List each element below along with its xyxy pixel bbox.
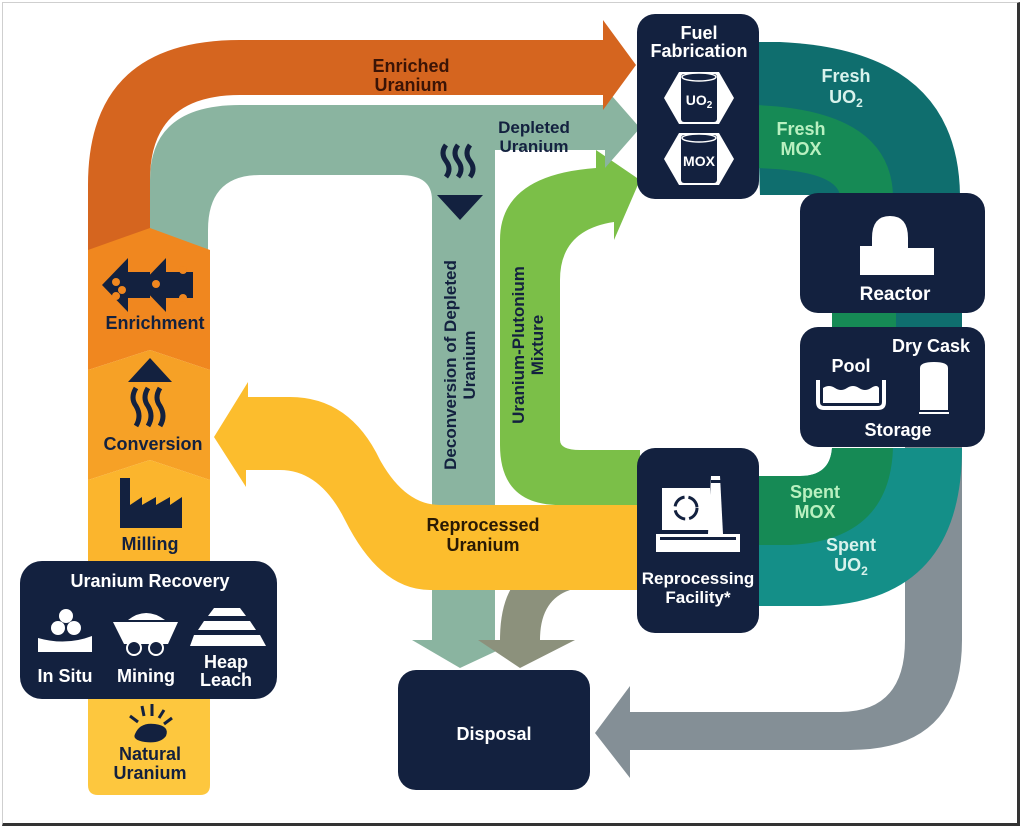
spent-uo2-subscript: 2 [861,564,868,578]
reactor-icon [860,216,934,275]
fresh-uo2-formula: UO [829,87,856,107]
fresh-uo2-label-2: UO2 [829,87,863,110]
fresh-mox-flow [755,105,893,195]
depleted-label-1: Depleted [498,118,570,137]
natural-uranium-icon [129,704,173,743]
enrichment-label: Enrichment [105,313,204,333]
pool-label: Pool [832,356,871,376]
enriched-uranium-flow [88,20,636,255]
in-situ-icon [38,609,92,652]
upmix-label-2: Mixture [528,315,547,375]
mining-label: Mining [117,666,175,686]
heap-leach-icon [190,608,266,646]
conversion-label: Conversion [103,434,202,454]
reactor-label: Reactor [860,284,931,305]
milling-icon [120,478,182,528]
mining-cart-icon [113,613,178,656]
reactor-storage-connector-mox [832,310,896,330]
dry-cask-icon [919,362,949,414]
disposal-label: Disposal [456,724,531,744]
mox-fuel-label: MOX [683,153,716,169]
upmix-label-1: Uranium-Plutonium [509,266,528,424]
fresh-mox-label-2: MOX [780,139,821,159]
heap-leach-label-2: Leach [200,670,252,690]
milling-label: Milling [122,534,179,554]
heap-leach-label-1: Heap [204,652,248,672]
enriched-label-1: Enriched [372,56,449,76]
spent-mox-label-1: Spent [790,482,840,502]
spent-uo2-label-2: UO2 [834,555,868,578]
uo2-subscript: 2 [707,100,713,111]
fuel-fabrication-title-1: Fuel [680,23,717,43]
reprocessed-uranium-flow [214,382,640,590]
enrichment-icon [102,258,193,312]
fresh-mox-label-1: Fresh [776,119,825,139]
natural-uranium-label-2: Uranium [113,763,186,783]
reprocessing-icon [656,476,740,552]
natural-uranium-label-1: Natural [119,744,181,764]
uo2-fuel-icon [664,72,734,124]
depleted-uranium-flow [150,88,640,668]
fresh-uo2-label-1: Fresh [821,66,870,86]
spent-mox-flow [755,448,893,545]
reprocessed-label-2: Uranium [446,535,519,555]
reprocessing-label-1: Reprocessing [642,569,754,588]
deconversion-label-2: Uranium [460,331,479,400]
fresh-uo2-subscript: 2 [856,96,863,110]
depleted-label-2: Uranium [500,137,569,156]
mox-fuel-icon [664,133,734,185]
uranium-recovery-title: Uranium Recovery [70,571,229,591]
fuel-fabrication-title-2: Fabrication [650,41,747,61]
uranium-plutonium-flow [500,150,640,505]
reprocessed-label-1: Reprocessed [426,515,539,535]
deconversion-icon [437,143,483,220]
spent-uo2-label-1: Spent [826,535,876,555]
uo2-fuel-label: UO2 [686,92,713,111]
pool-icon [816,380,886,410]
spent-mox-label-2: MOX [794,502,835,522]
spent-uo2-formula: UO [834,555,861,575]
reprocessing-label-2: Facility* [665,588,731,607]
conversion-icon [128,358,172,428]
dry-cask-label: Dry Cask [892,336,971,356]
storage-box [800,327,985,447]
enriched-label-2: Uranium [374,75,447,95]
storage-label: Storage [864,420,931,440]
in-situ-label: In Situ [38,666,93,686]
deconversion-label-1: Deconversion of Depleted [441,260,460,470]
disposal-box [398,670,590,790]
uo2-formula: UO [686,92,707,108]
